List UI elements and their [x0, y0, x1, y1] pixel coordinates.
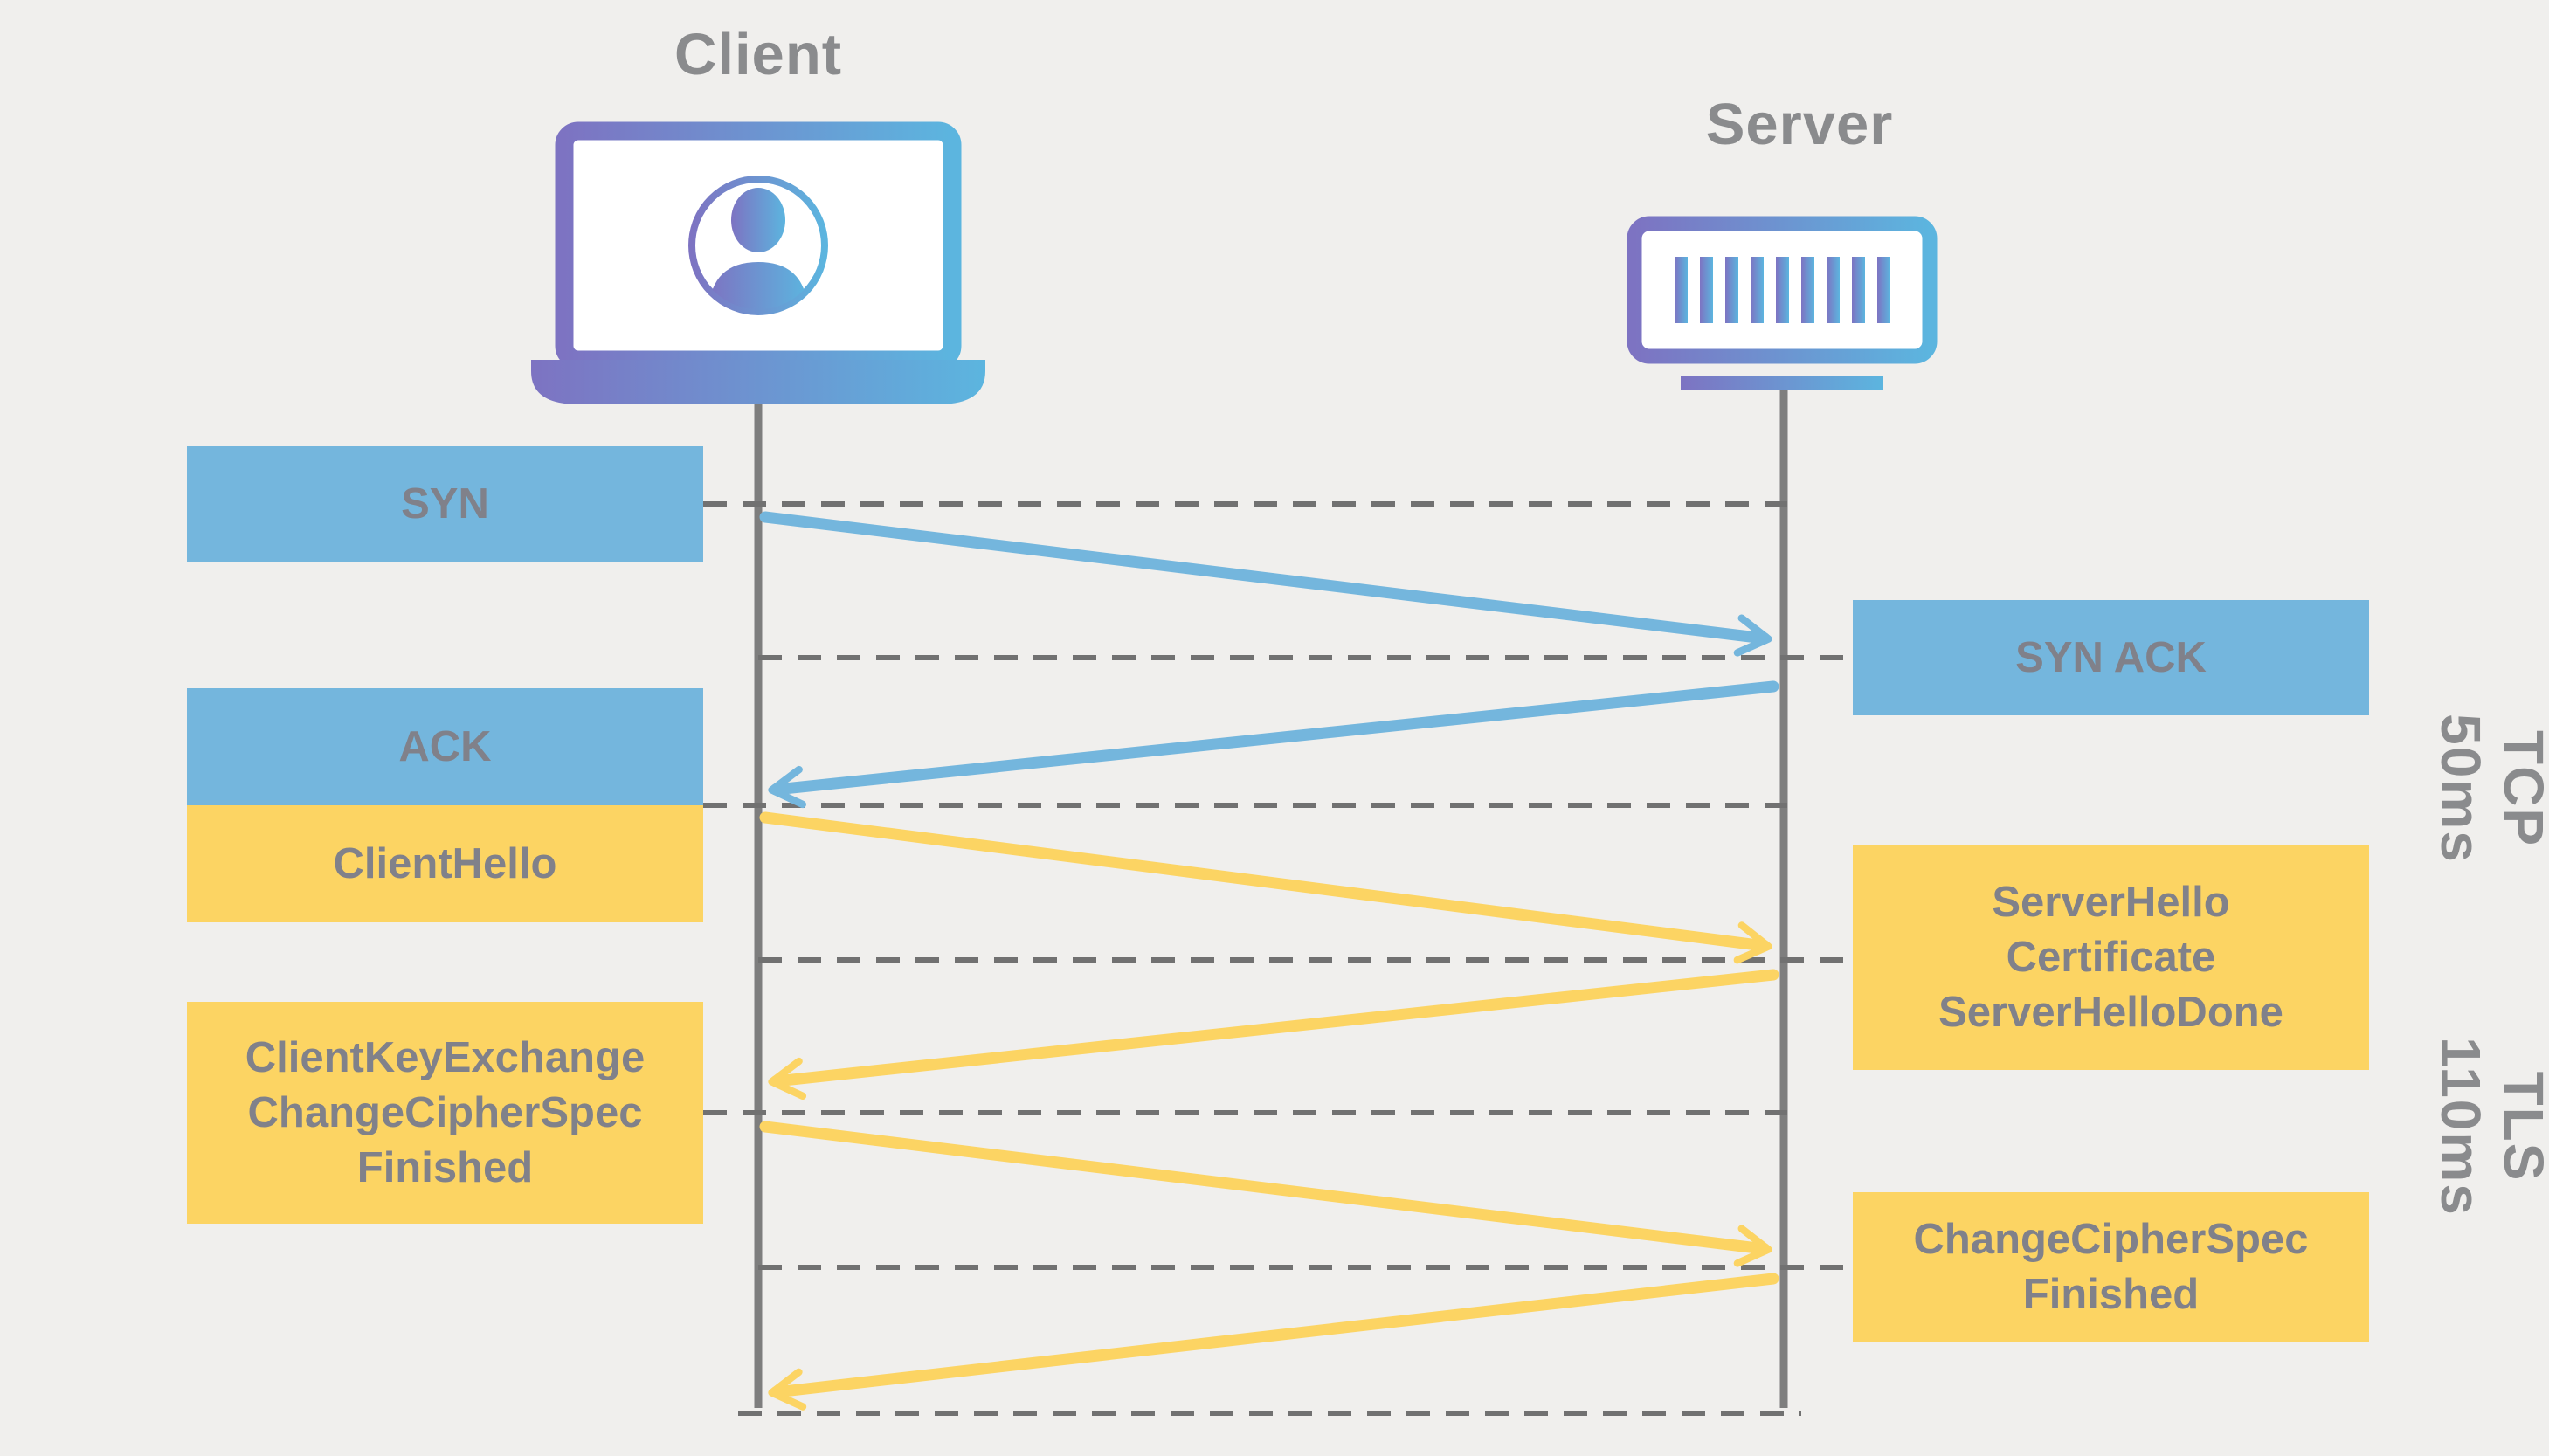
client-key-exchange-arrow	[759, 1121, 1772, 1267]
msg-label: ClientKeyExchange	[245, 1033, 646, 1081]
server-base-bar	[1681, 376, 1883, 390]
syn-arrow	[759, 511, 1772, 657]
laptop-base	[531, 360, 985, 404]
server-hello-box: ServerHello Certificate ServerHelloDone	[1853, 845, 2369, 1070]
msg-label: ChangeCipherSpec	[1913, 1216, 2309, 1263]
client-title: Client	[674, 22, 843, 87]
phase-label-tcp: TCP 50ms	[2424, 662, 2549, 915]
timeline-dashes	[703, 501, 1853, 1416]
phase-protocol: TLS	[2492, 1071, 2549, 1183]
msg-label: Finished	[2022, 1271, 2200, 1318]
msg-label: ServerHello	[1992, 878, 2230, 926]
client-hello-box: ClientHello	[187, 805, 703, 922]
server-slots	[1675, 257, 1890, 323]
syn-ack-arrow	[768, 680, 1779, 809]
message-arrows	[759, 511, 1779, 1411]
change-cipher-spec-arrow	[768, 1273, 1779, 1411]
laptop-user-icon	[531, 121, 985, 404]
phase-duration: 50ms	[2429, 714, 2492, 864]
client-key-exchange-box: ClientKeyExchange ChangeCipherSpec Finis…	[187, 1002, 703, 1224]
msg-label: ServerHelloDone	[1938, 988, 2283, 1036]
msg-label: Certificate	[2006, 933, 2216, 981]
avatar-ring	[688, 176, 828, 315]
phase-protocol: TCP	[2492, 730, 2549, 847]
msg-label: SYN	[401, 480, 489, 528]
ack-box: ACK	[187, 688, 703, 805]
msg-label: Finished	[356, 1143, 534, 1191]
syn-box: SYN	[187, 446, 703, 562]
client-hello-arrow	[759, 811, 1772, 964]
phase-label-tls: TLS 110ms	[2424, 1000, 2549, 1253]
syn-ack-box: SYN ACK	[1853, 600, 2369, 715]
msg-label: ChangeCipherSpec	[247, 1088, 643, 1136]
msg-label: SYN ACK	[2015, 633, 2207, 681]
msg-label: ClientHello	[333, 839, 557, 887]
msg-label: ACK	[398, 722, 492, 770]
server-hello-arrow	[768, 969, 1779, 1101]
phase-duration: 110ms	[2429, 1037, 2492, 1217]
change-cipher-spec-box: ChangeCipherSpec Finished	[1853, 1192, 2369, 1342]
avatar	[708, 188, 808, 309]
server-title: Server	[1705, 92, 1894, 157]
server-rack-icon	[1627, 216, 1938, 390]
